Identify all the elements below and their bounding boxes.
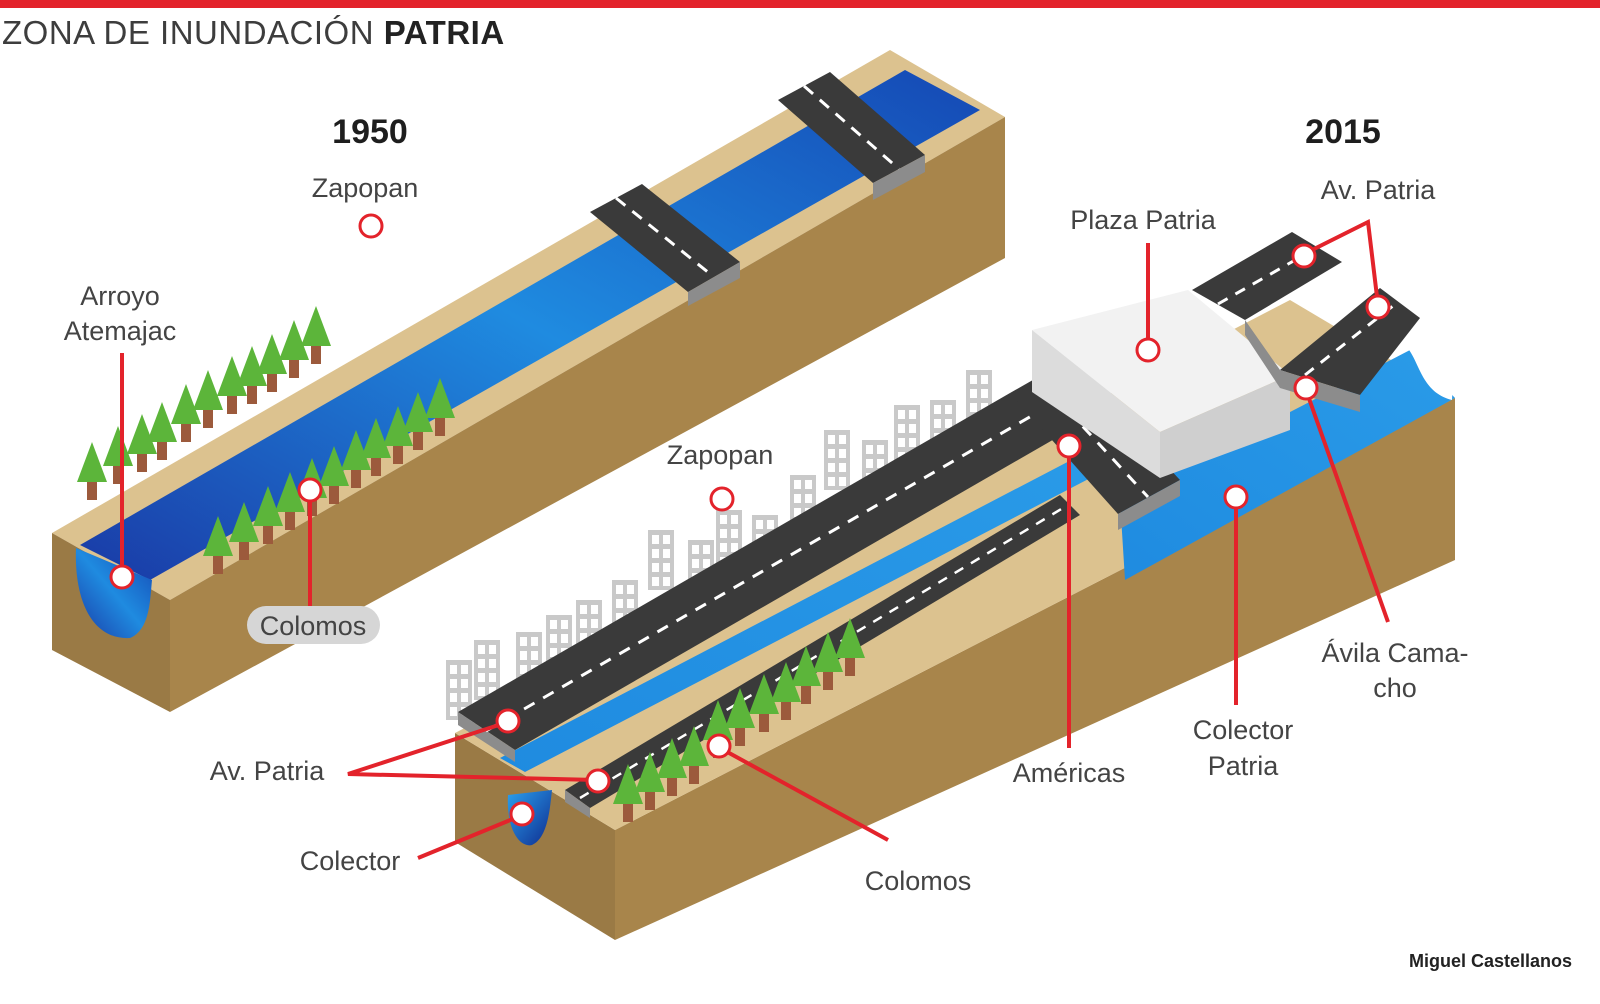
label-plaza-patria: Plaza Patria (1070, 205, 1217, 235)
label-av-patria-left: Av. Patria (210, 756, 326, 786)
marker-plaza-patria (1135, 337, 1161, 363)
arroyo-river (80, 70, 980, 580)
marker-av-patria-top-2 (1365, 294, 1391, 320)
label-zapopan-1950: Zapopan (312, 173, 419, 203)
leader-av-patria-left (347, 720, 598, 782)
river-end-cut (1405, 345, 1455, 400)
panel-1950: 1950 Zapopan Arroyo Atemajac Colomos (52, 50, 1005, 712)
label-arroyo-line2: Atemajac (64, 316, 177, 346)
earth-front-1950 (170, 117, 1005, 712)
leader-avila-camacho (1304, 389, 1390, 623)
marker-americas (1056, 433, 1082, 459)
colomos-pill-1950 (247, 606, 380, 644)
title-emphasis: PATRIA (383, 14, 505, 51)
marker-colomos-1950 (297, 477, 323, 503)
av-patria-road (458, 393, 1070, 762)
plaza-patria-block (1032, 290, 1290, 478)
leader-av-patria-top (1303, 218, 1380, 306)
marker-colector-patria (1223, 484, 1249, 510)
label-avila-line2: cho (1373, 673, 1417, 703)
river-cross-section (75, 548, 152, 639)
label-colector: Colector (300, 846, 401, 876)
marker-zapopan-2015 (709, 486, 735, 512)
label-avila-line1: Ávila Cama- (1321, 638, 1468, 668)
leader-colomos-2015 (719, 746, 889, 842)
label-americas: Américas (1013, 758, 1126, 788)
title-prefix: ZONA DE INUNDACIÓN (2, 14, 375, 51)
top-accent-bar (0, 0, 1600, 8)
marker-arroyo (109, 564, 135, 590)
page-title: ZONA DE INUNDACIÓN PATRIA (2, 14, 505, 52)
panel-2015: 2015 Zapopan Plaza Patria Av. Patria Ávi… (210, 113, 1469, 940)
marker-zapopan-1950 (358, 213, 384, 239)
colomos-channel (500, 445, 1125, 772)
label-colector-patria-line2: Patria (1208, 751, 1280, 781)
bridge-2 (778, 72, 925, 200)
leader-colector (417, 814, 521, 860)
year-1950: 1950 (332, 113, 408, 151)
label-colector-patria-line1: Colector (1193, 715, 1294, 745)
bridge-1 (590, 184, 740, 306)
marker-colector (509, 801, 535, 827)
label-zapopan-2015: Zapopan (667, 440, 774, 470)
year-2015: 2015 (1305, 113, 1381, 151)
label-arroyo-line1: Arroyo (80, 281, 160, 311)
colector-patria-river (1120, 350, 1455, 580)
author-credit: Miguel Castellanos (1408, 951, 1572, 971)
label-av-patria-top: Av. Patria (1321, 175, 1437, 205)
marker-av-patria-left-2 (585, 768, 611, 794)
marker-avila-camacho (1293, 375, 1319, 401)
marker-av-patria-left-1 (495, 708, 521, 734)
marker-av-patria-top-1 (1291, 243, 1317, 269)
marker-colomos-2015 (706, 733, 732, 759)
label-colomos-2015: Colomos (865, 866, 972, 896)
label-colomos-1950: Colomos (260, 611, 367, 641)
